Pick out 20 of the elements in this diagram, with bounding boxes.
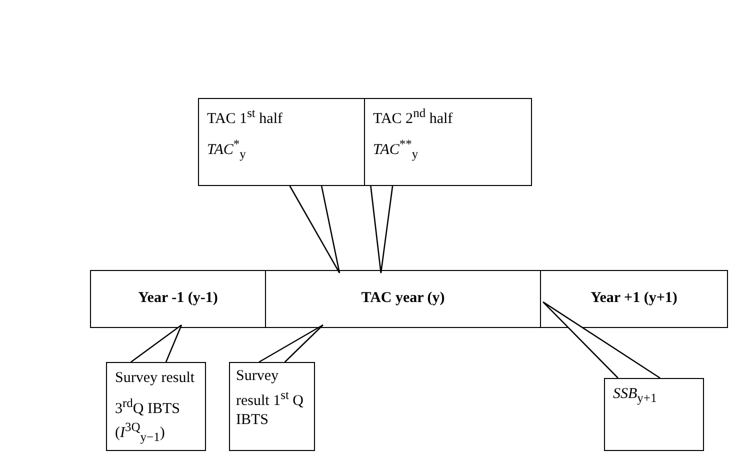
callout-box [229, 362, 315, 451]
callout-box [364, 98, 532, 186]
callout-box [198, 98, 365, 186]
period-label: Year +1 (y+1) [590, 289, 678, 308]
callout-text: TAC 1$^{st}$ half [207, 105, 284, 129]
period-label: Year -1 (y-1) [138, 289, 218, 308]
timeline-box [265, 270, 541, 328]
callout-text: TAC 2$^{nd}$ half [373, 105, 454, 129]
callout-text: 3$^{rd}$Q IBTS (I$^{3Q}$$_{y−1}$) [115, 394, 182, 446]
callout-pointer [370, 185, 394, 274]
timeline-box [540, 270, 728, 328]
callout-pointer [542, 301, 661, 379]
callout-pointer [289, 185, 340, 274]
callout-text: Survey result [115, 369, 196, 388]
callout-pointer [258, 324, 324, 363]
callout-box [604, 378, 704, 451]
period-label: TAC year (y) [361, 289, 445, 308]
callout-text: SSB$_{y+1}$ [613, 385, 658, 406]
callout-text: Survey result 1$^{st}$ Q IBTS [236, 367, 305, 430]
callout-pointer [130, 324, 182, 363]
